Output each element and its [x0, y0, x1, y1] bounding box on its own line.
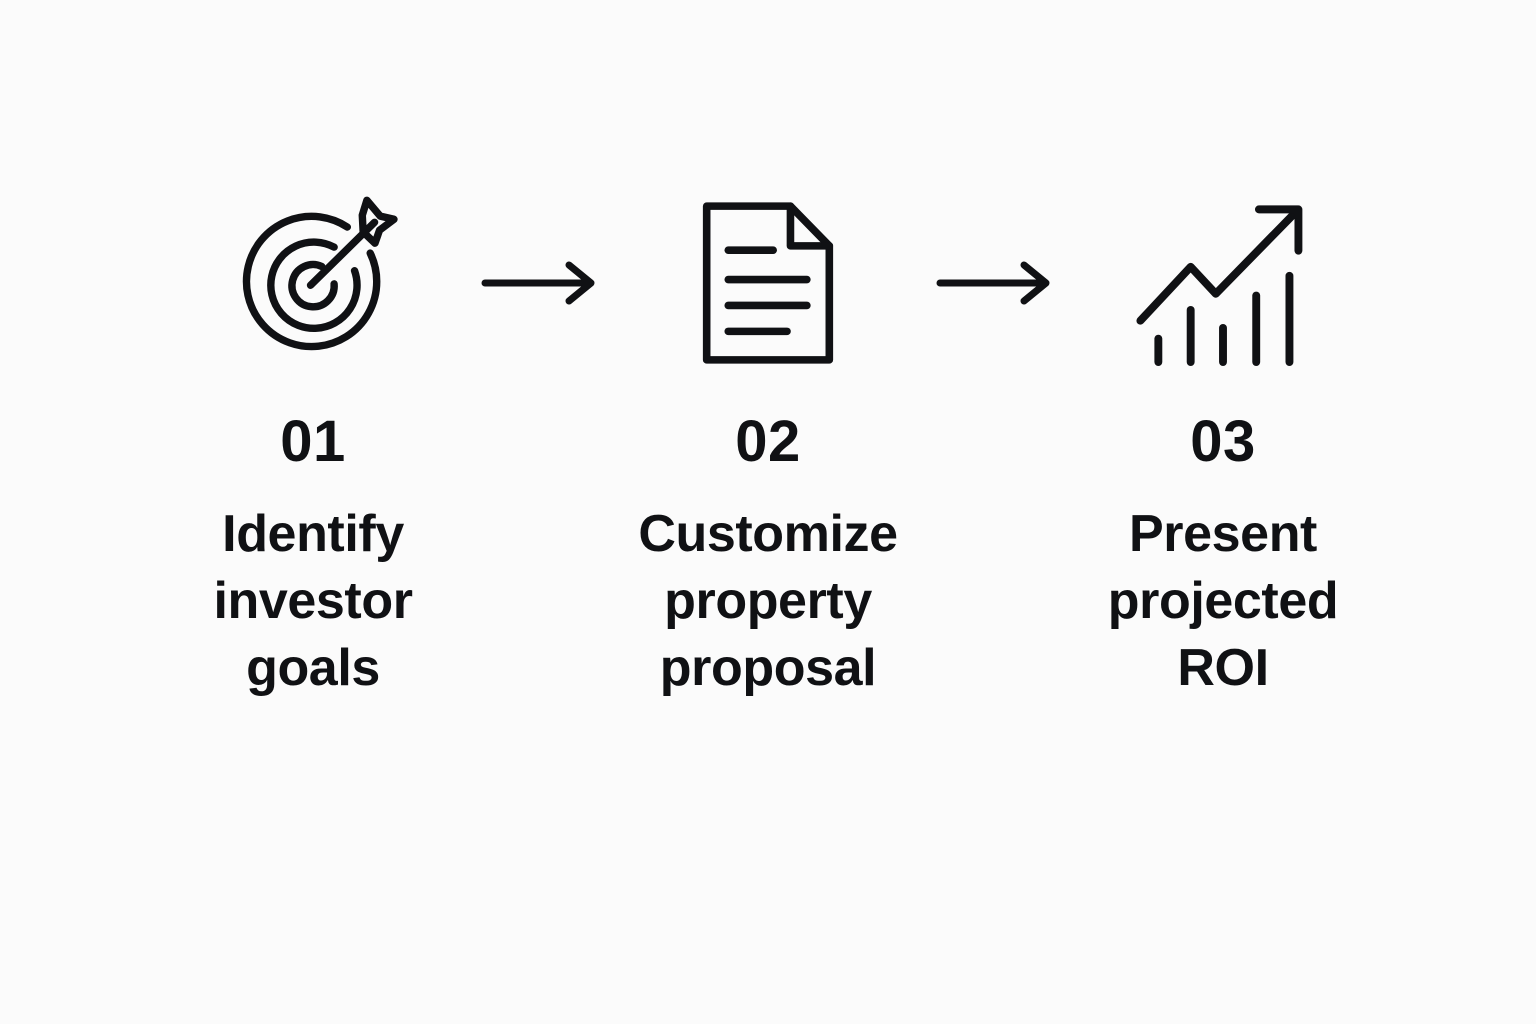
growth-chart-arrow-icon — [1123, 190, 1323, 375]
arrow-right-icon — [463, 190, 618, 375]
target-arrow-icon — [213, 190, 413, 375]
step-number: 03 — [1190, 409, 1256, 474]
step-label: Present projected ROI — [1107, 505, 1339, 698]
step-number: 01 — [280, 409, 346, 474]
step-label: Identify investor goals — [213, 505, 413, 698]
step-label: Customize property proposal — [638, 505, 898, 698]
document-lines-icon — [668, 190, 868, 375]
process-step-2: 02 Customize property proposal — [618, 190, 918, 702]
step-number: 02 — [735, 409, 801, 474]
arrow-right-icon — [918, 190, 1073, 375]
process-step-1: 01 Identify investor goals — [163, 190, 463, 702]
process-step-3: 03 Present projected ROI — [1073, 190, 1373, 702]
